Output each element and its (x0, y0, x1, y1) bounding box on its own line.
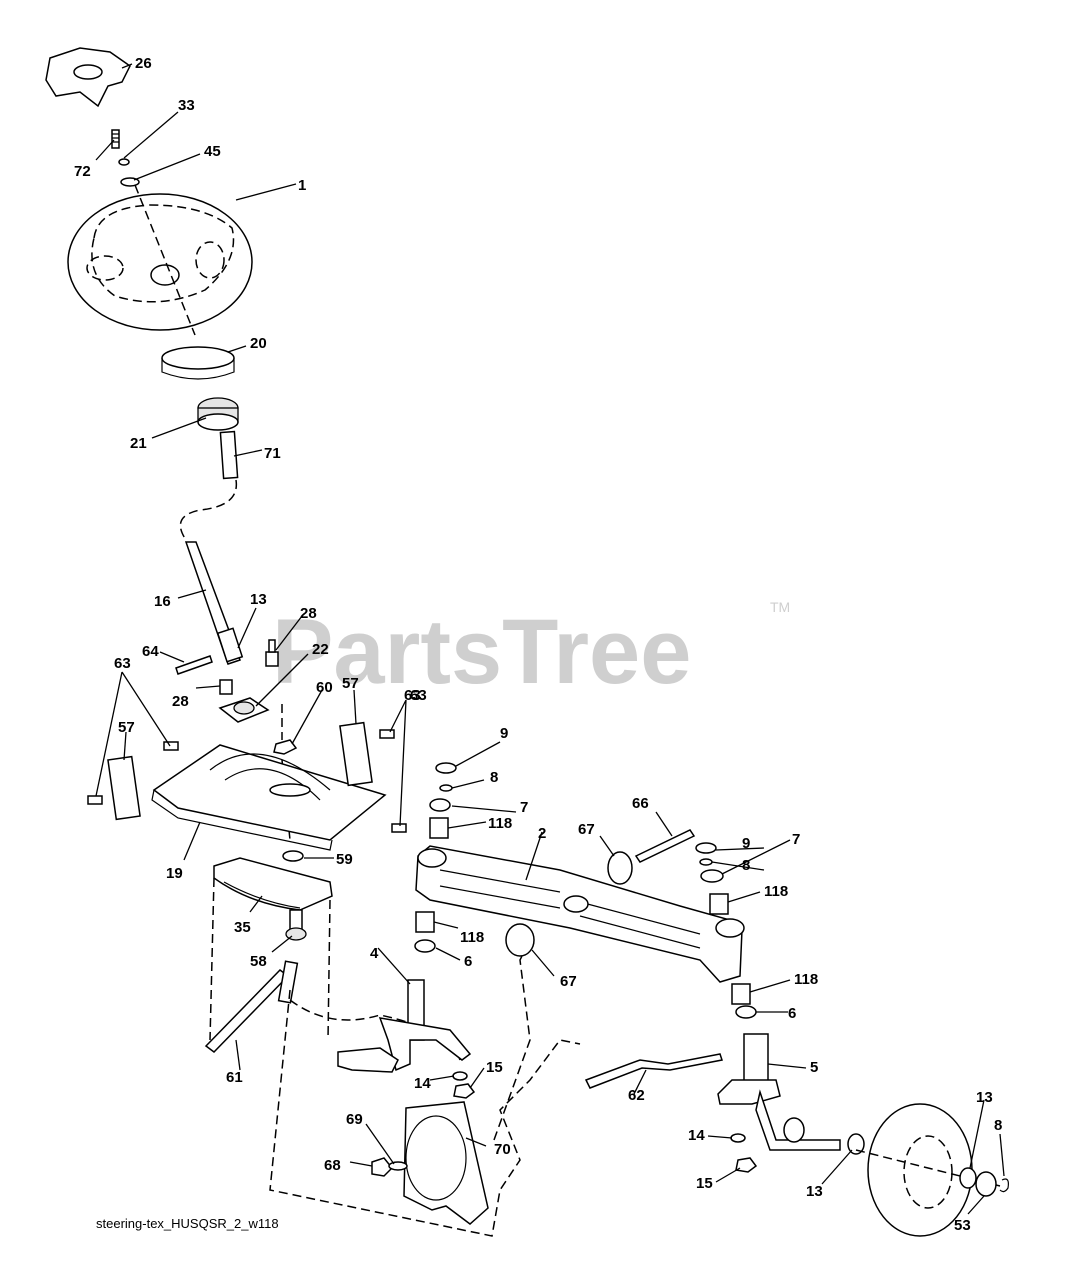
callout: 26 (135, 55, 152, 72)
callout: 7 (520, 799, 528, 816)
callout: 9 (500, 725, 508, 742)
callout: 66 (632, 795, 649, 812)
callout: 61 (226, 1069, 243, 1086)
callout: 20 (250, 335, 267, 352)
callout: 8 (994, 1117, 1002, 1134)
callout: 14 (688, 1127, 705, 1144)
callout: 21 (130, 435, 147, 452)
callout: 68 (324, 1157, 341, 1174)
watermark-brand: PartsTree (272, 601, 691, 703)
callout: 63 (114, 655, 131, 672)
callout: 118 (794, 971, 818, 988)
callout: 9 (742, 835, 750, 852)
callout: 2 (538, 825, 546, 842)
callout: 67 (578, 821, 595, 838)
callout: 28 (172, 693, 189, 710)
callout: 62 (628, 1087, 645, 1104)
parts-drawing (45, 47, 1009, 1237)
callout: 13 (806, 1183, 823, 1200)
callout: 8 (742, 857, 750, 874)
callout: 60 (316, 679, 333, 696)
callout: 45 (204, 143, 221, 160)
diagram-caption: steering-tex_HUSQSR_2_w118 (96, 1216, 279, 1231)
callout: 19 (166, 865, 183, 882)
watermark: PartsTree TM (272, 599, 790, 703)
callout: 1 (298, 177, 306, 194)
callout: 22 (312, 641, 329, 658)
callout: 58 (250, 953, 267, 970)
callout: 118 (460, 929, 484, 946)
callout: 35 (234, 919, 251, 936)
callout: 71 (264, 445, 281, 462)
callout: 4 (370, 945, 379, 962)
callout: 67 (560, 973, 577, 990)
callout: 59 (336, 851, 353, 868)
callout: 70 (494, 1141, 511, 1158)
callout: 57 (342, 675, 359, 692)
callout: 64 (142, 643, 159, 660)
callout: 13 (250, 591, 267, 608)
callout: 63 (410, 687, 427, 704)
callout: 13 (976, 1089, 993, 1106)
callout: 5 (810, 1059, 818, 1076)
callout: 57 (118, 719, 135, 736)
callout: 8 (490, 769, 498, 786)
callout: 118 (764, 883, 788, 900)
callout: 15 (696, 1175, 713, 1192)
callout: 14 (414, 1075, 431, 1092)
callout: 7 (792, 831, 800, 848)
callout: 53 (954, 1217, 971, 1234)
callout: 63 (404, 687, 421, 704)
callout: 69 (346, 1111, 363, 1128)
callout: 33 (178, 97, 195, 114)
callout: 6 (464, 953, 472, 970)
watermark-trademark: TM (770, 599, 790, 615)
callout: 16 (154, 593, 171, 610)
callout: 72 (74, 163, 91, 180)
callout: 28 (300, 605, 317, 622)
callout: 118 (488, 815, 512, 832)
callouts: 26 33 45 72 1 20 21 71 16 13 28 64 22 28… (74, 55, 1002, 1234)
callout: 15 (486, 1059, 503, 1076)
callout: 6 (788, 1005, 796, 1022)
